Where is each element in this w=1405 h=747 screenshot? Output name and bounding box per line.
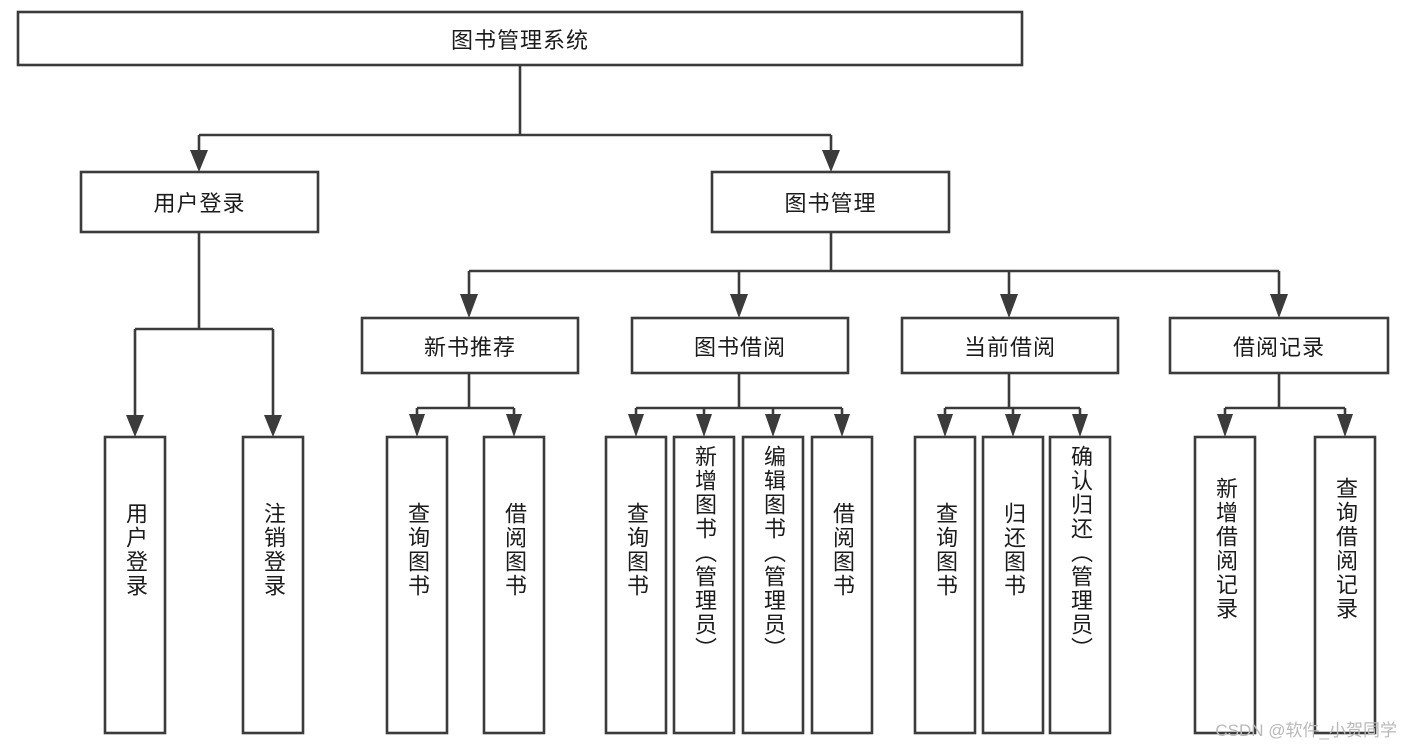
connector-layer (126, 65, 1353, 437)
node-leaf-add-book[interactable] (672, 435, 736, 735)
node-layer (16, 10, 1390, 735)
arrowhead-leaf-borrow-book-1 (506, 414, 522, 437)
arrowhead-leaf-query-book-2 (628, 414, 644, 437)
node-leaf-query-book-1[interactable] (385, 435, 449, 735)
arrowhead-leaf-query-record (1337, 414, 1353, 437)
arrowhead-borrow-record (1270, 294, 1288, 318)
arrowhead-leaf-add-book (696, 414, 712, 437)
arrowhead-new-book-rec (460, 294, 478, 318)
node-leaf-add-record[interactable] (1193, 435, 1257, 735)
node-current-borrow[interactable] (900, 316, 1120, 375)
node-leaf-borrow-book-2[interactable] (810, 435, 874, 735)
arrowhead-current-borrow (1000, 294, 1018, 318)
node-leaf-query-book-2[interactable] (604, 435, 668, 735)
arrowhead-book-manage (822, 150, 840, 172)
arrowhead-leaf-logout (264, 415, 282, 437)
arrowhead-leaf-user-login (126, 415, 144, 437)
node-root[interactable] (16, 10, 1024, 67)
arrowhead-leaf-borrow-book-2 (834, 414, 850, 437)
node-new-book-rec[interactable] (360, 316, 580, 375)
arrowhead-leaf-add-record (1217, 414, 1233, 437)
arrowhead-leaf-query-book-3 (937, 414, 953, 437)
node-user-login[interactable] (79, 170, 320, 234)
arrowhead-leaf-confirm-return (1072, 414, 1088, 437)
node-borrow-record[interactable] (1168, 316, 1390, 375)
arrowhead-leaf-edit-book (765, 414, 781, 437)
arrowhead-book-borrow (730, 294, 748, 318)
node-leaf-query-record[interactable] (1313, 435, 1377, 735)
node-leaf-return-book[interactable] (981, 435, 1045, 735)
node-book-borrow[interactable] (630, 316, 850, 375)
arrowhead-leaf-query-book-1 (409, 414, 425, 437)
node-leaf-user-login[interactable] (103, 435, 167, 735)
node-leaf-borrow-book-1[interactable] (482, 435, 546, 735)
arrowhead-user-login (190, 150, 208, 172)
arrowhead-leaf-return-book (1005, 414, 1021, 437)
node-leaf-query-book-3[interactable] (913, 435, 977, 735)
node-leaf-confirm-return[interactable] (1048, 435, 1112, 735)
node-leaf-logout[interactable] (241, 435, 305, 735)
node-leaf-edit-book[interactable] (741, 435, 805, 735)
node-book-manage[interactable] (710, 170, 951, 234)
